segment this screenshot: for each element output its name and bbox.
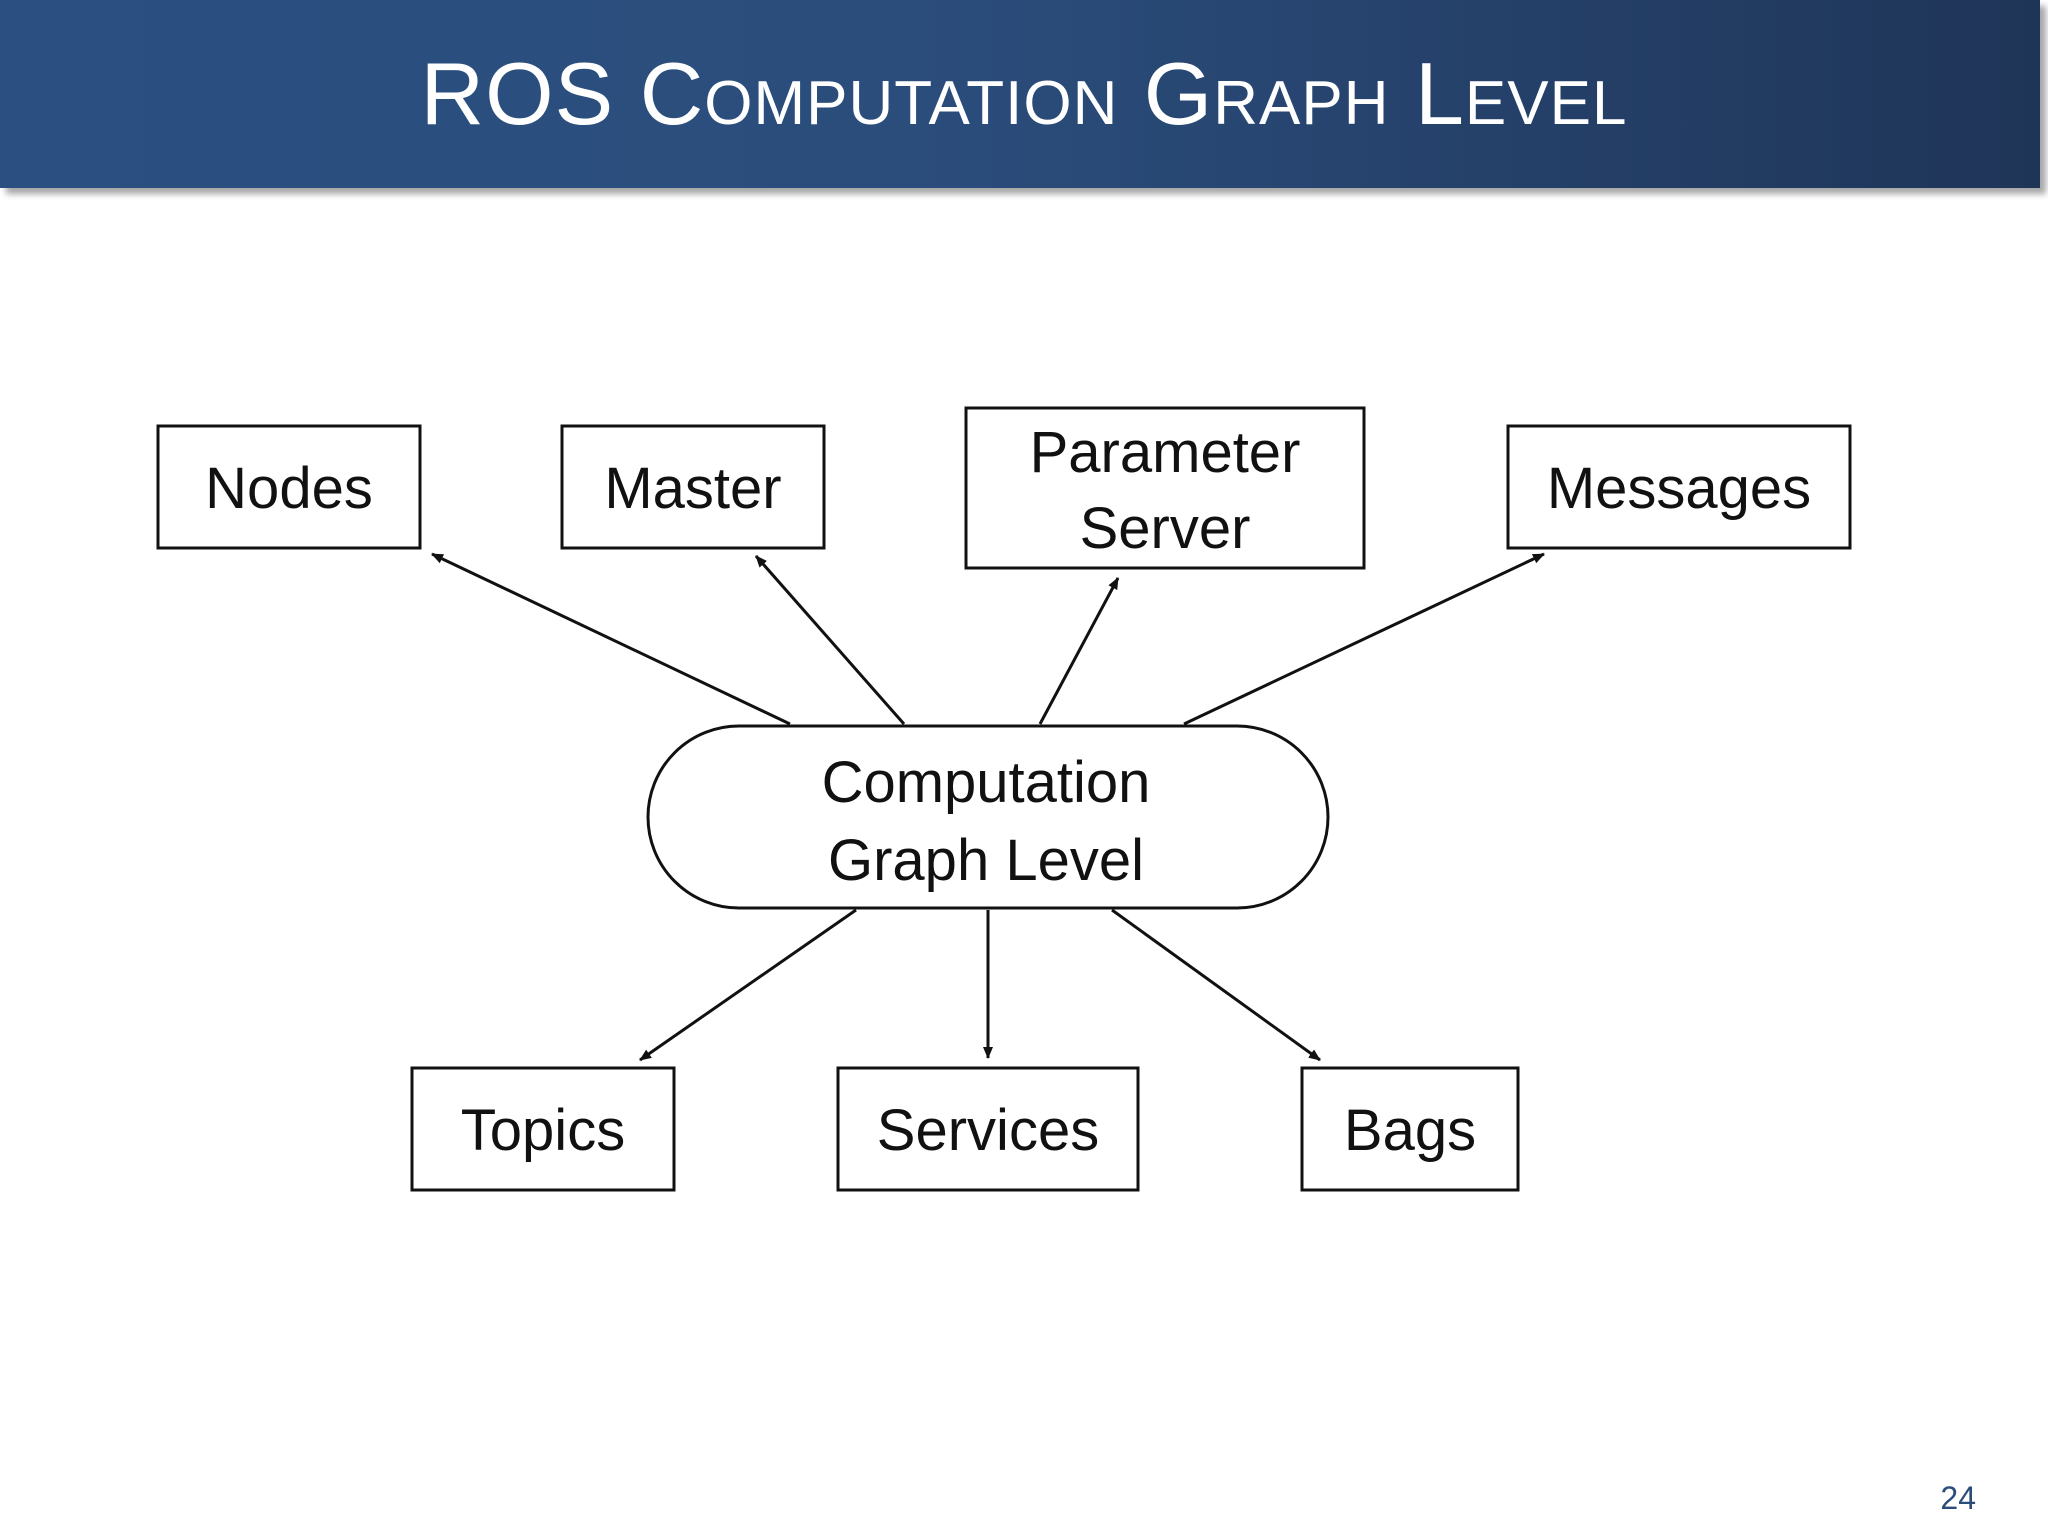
center-line1: Computation — [822, 750, 1151, 815]
box-master: Master — [560, 424, 826, 550]
slide-title: ROS Computation Graph Level — [420, 44, 1628, 143]
box-topics: Topics — [410, 1066, 676, 1192]
arrow-to-parameter-server — [1038, 577, 1120, 725]
title-bar — [0, 0, 2040, 188]
arrow-to-master — [754, 555, 906, 725]
page-number: 24 — [1940, 1480, 1976, 1516]
arrow-to-messages — [1183, 552, 1545, 726]
box-nodes: Nodes — [156, 424, 422, 550]
box-parameter-server: Parameter Server — [964, 406, 1366, 570]
nodes-label: Nodes — [205, 456, 373, 521]
center-computation-graph-level: Computation Graph Level — [646, 724, 1330, 910]
arrow-to-bags — [1111, 908, 1321, 1062]
box-messages: Messages — [1506, 424, 1852, 550]
parameter-server-line1: Parameter — [1030, 420, 1301, 485]
arrow-to-topics — [639, 908, 857, 1062]
messages-label: Messages — [1547, 456, 1811, 521]
box-services: Services — [836, 1066, 1140, 1192]
parameter-server-line2: Server — [1080, 496, 1251, 561]
topics-label: Topics — [461, 1098, 625, 1163]
arrow-to-nodes — [431, 552, 791, 726]
master-label: Master — [604, 456, 781, 521]
center-line2: Graph Level — [828, 828, 1144, 893]
arrows — [431, 552, 1545, 1062]
box-bags: Bags — [1300, 1066, 1520, 1192]
bags-label: Bags — [1344, 1098, 1476, 1163]
services-label: Services — [877, 1098, 1099, 1163]
